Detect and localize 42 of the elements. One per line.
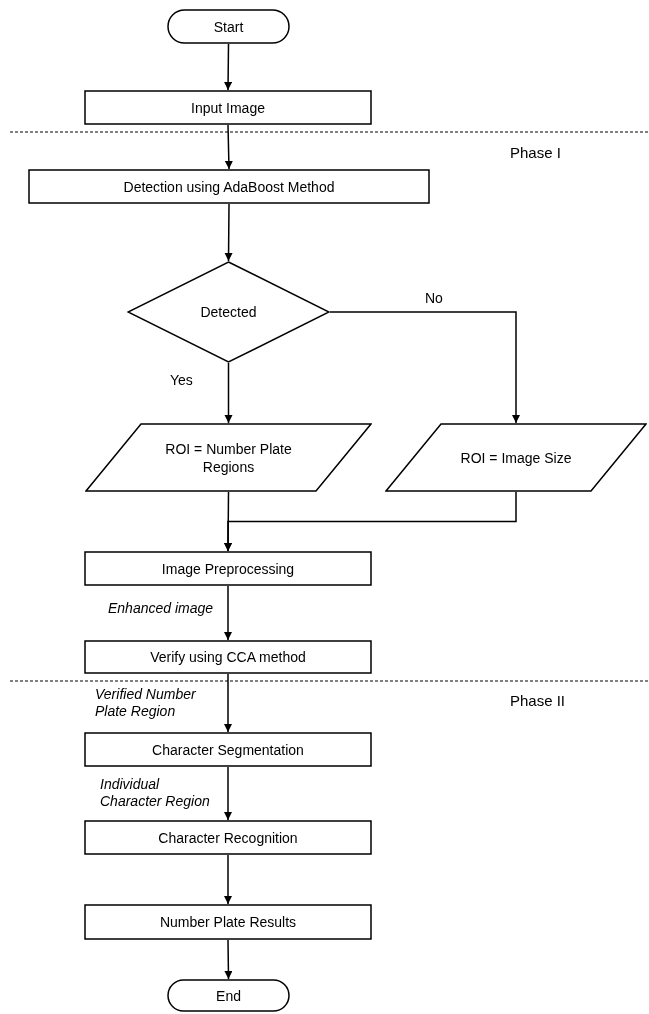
arrow — [224, 939, 233, 980]
node-label: Verify using CCA method — [150, 648, 306, 666]
node-label: ROI = Number Plate Regions — [164, 439, 293, 476]
arrow — [224, 203, 233, 262]
decision-diamond — [127, 261, 330, 363]
arrow — [224, 43, 233, 91]
edge-label: No — [425, 290, 444, 307]
phase-label: Phase I — [510, 143, 561, 163]
edge-label: Enhanced image — [108, 600, 215, 617]
arrow — [224, 766, 232, 821]
process-box — [84, 904, 372, 940]
process-box — [84, 640, 372, 674]
node-label: Image Preprocessing — [161, 559, 295, 578]
node-label: Character Segmentation — [152, 740, 304, 759]
process-box — [84, 90, 372, 125]
terminator-shape — [167, 979, 290, 1012]
arrow — [224, 491, 517, 552]
node-label: Detected — [200, 303, 257, 321]
arrow — [224, 854, 232, 905]
process-box — [84, 820, 372, 855]
process-box — [84, 732, 372, 767]
arrow — [224, 362, 233, 424]
node-label: Number Plate Results — [159, 913, 297, 931]
node-label: Input Image — [191, 98, 265, 117]
arrow — [224, 673, 232, 733]
edge-label: Yes — [170, 372, 194, 389]
arrow — [224, 124, 233, 170]
terminator-shape — [167, 9, 290, 44]
edge-label: Verified Number Plate Region — [95, 686, 197, 720]
process-box — [28, 169, 430, 204]
edge-label: Individual Character Region — [100, 776, 211, 810]
process-box — [84, 551, 372, 586]
node-label: End — [216, 986, 241, 1005]
data-parallelogram — [385, 423, 647, 492]
node-label: Detection using AdaBoost Method — [123, 177, 335, 196]
data-parallelogram — [85, 423, 372, 492]
phase-label: Phase II — [510, 691, 566, 711]
arrow — [224, 585, 232, 641]
arrow — [329, 311, 520, 424]
node-label: Start — [213, 17, 244, 36]
node-label: ROI = Image Size — [460, 448, 572, 467]
node-label: Character Recognition — [158, 828, 298, 847]
